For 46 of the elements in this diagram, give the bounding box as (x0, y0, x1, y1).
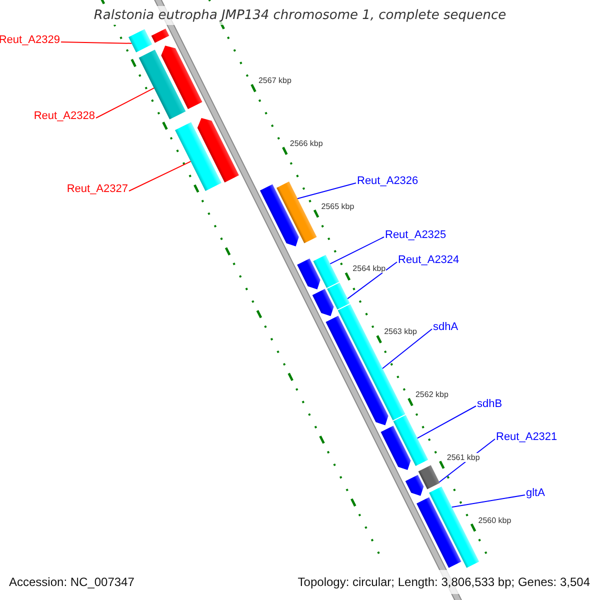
gene-label: Reut_A2324 (398, 253, 460, 267)
gene-box (175, 122, 222, 191)
gene-box (418, 465, 440, 490)
gene-label: Reut_A2329 (0, 33, 60, 47)
tick-label: 2560 kbp (478, 516, 512, 525)
gene-block (312, 288, 334, 316)
gene-block (297, 258, 320, 290)
footer-text: Accession: NC_007347 (9, 575, 134, 589)
gene-block (161, 46, 202, 110)
tick-label: 2565 kbp (321, 202, 354, 211)
leader-line (297, 182, 356, 200)
leader-line (451, 494, 526, 508)
gene-box (327, 282, 350, 310)
gene-label: Reut_A2325 (385, 228, 446, 242)
leader-line (60, 42, 132, 44)
tick-label: 2563 kbp (384, 327, 417, 336)
gene-label: Reut_A2326 (357, 174, 418, 188)
leader-line (330, 236, 384, 264)
gene-label: Reut_A2328 (34, 109, 95, 123)
tick-label: 2567 kbp (258, 76, 292, 86)
gene-box (313, 254, 340, 288)
leader-line (347, 262, 398, 300)
tick-label: 2562 kbp (415, 390, 448, 400)
gene-label: sdhA (433, 320, 458, 334)
gene-label: sdhB (477, 397, 502, 411)
footer-text: Topology: circular; Length: 3,806,533 bp; Genes: 3,504 (298, 575, 590, 589)
gene-box (151, 28, 170, 43)
gene-label: Reut_A2321 (496, 430, 558, 444)
gene-box (393, 415, 428, 466)
gene-box (429, 486, 480, 568)
gene-box (416, 497, 462, 568)
tick-label: 2561 kbp (446, 452, 480, 462)
leader-line (382, 328, 432, 369)
tick-label: 2564 kbp (352, 264, 386, 274)
gene-block (380, 426, 411, 470)
gene-label: Reut_A2327 (66, 182, 128, 196)
gene-block (197, 118, 239, 182)
gene-block (405, 474, 424, 496)
tick-label: 2566 kbp (290, 138, 323, 148)
gene-label: gltA (526, 486, 545, 500)
leader-line (96, 88, 154, 118)
gene-block (260, 184, 299, 246)
gene-box (338, 304, 406, 420)
gene-box (138, 50, 186, 120)
leader-line (128, 160, 192, 192)
gene-box (276, 182, 317, 244)
